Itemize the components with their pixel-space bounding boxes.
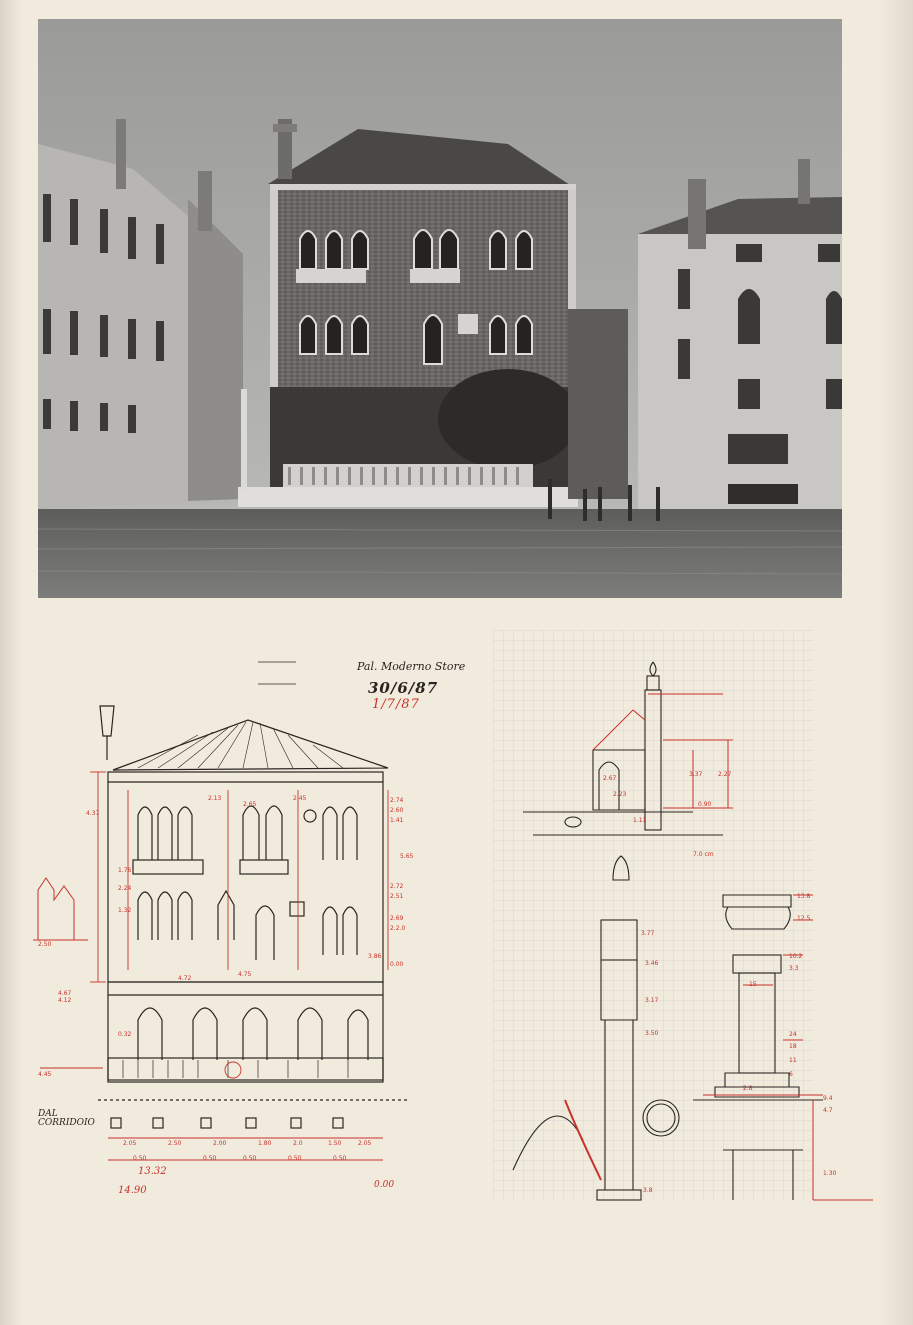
svg-text:13.8: 13.8 bbox=[797, 893, 811, 900]
svg-text:2.51: 2.51 bbox=[390, 893, 404, 900]
graph-paper bbox=[493, 630, 813, 1200]
svg-text:4.72: 4.72 bbox=[178, 975, 192, 982]
svg-text:1.11: 1.11 bbox=[633, 817, 647, 824]
svg-text:4.37: 4.37 bbox=[86, 810, 100, 817]
sketch-bottom-mark: 0.00 bbox=[374, 1180, 395, 1190]
svg-text:0.50: 0.50 bbox=[203, 1155, 217, 1162]
svg-text:2.24: 2.24 bbox=[118, 885, 132, 892]
svg-text:2.45: 2.45 bbox=[293, 795, 307, 802]
svg-text:2.50: 2.50 bbox=[168, 1140, 182, 1147]
svg-text:3.3: 3.3 bbox=[789, 965, 799, 972]
svg-text:1.32: 1.32 bbox=[118, 907, 132, 914]
svg-text:5.65: 5.65 bbox=[400, 853, 414, 860]
sketch-date-secondary: 1/7/87 bbox=[372, 697, 420, 712]
svg-text:2.00: 2.00 bbox=[213, 1140, 227, 1147]
svg-text:12.5: 12.5 bbox=[797, 915, 811, 922]
svg-text:2.05: 2.05 bbox=[123, 1140, 137, 1147]
right-buildings bbox=[568, 159, 842, 509]
svg-text:3.8: 3.8 bbox=[643, 1187, 653, 1194]
svg-text:1.30: 1.30 bbox=[823, 1170, 837, 1177]
left-building bbox=[38, 119, 243, 509]
palazzo-photograph bbox=[38, 19, 842, 598]
svg-text:10.2: 10.2 bbox=[789, 953, 803, 960]
sketch-subtotal: 13.32 bbox=[138, 1166, 167, 1177]
svg-text:2.65: 2.65 bbox=[243, 801, 257, 808]
svg-text:4.12: 4.12 bbox=[58, 997, 72, 1004]
svg-text:0.90: 0.90 bbox=[698, 801, 712, 808]
svg-text:1.50: 1.50 bbox=[328, 1140, 342, 1147]
facade-elevation-sketch: 4.372.742.60 1.415.652.72 2.512.692.2.0 … bbox=[33, 661, 414, 1162]
svg-text:0.50: 0.50 bbox=[133, 1155, 147, 1162]
svg-text:2.8: 2.8 bbox=[743, 1085, 753, 1092]
column-detail-sketch: 3.37 2.27 2.67 2.23 0.90 1.11 7.0 cm bbox=[493, 630, 873, 1201]
svg-text:4.45: 4.45 bbox=[38, 1071, 52, 1078]
svg-text:3.50: 3.50 bbox=[645, 1030, 659, 1037]
svg-text:2.60: 2.60 bbox=[390, 807, 404, 814]
canal-water bbox=[38, 509, 842, 598]
svg-text:2.72: 2.72 bbox=[390, 883, 404, 890]
svg-text:18: 18 bbox=[789, 1043, 797, 1050]
svg-text:9.4: 9.4 bbox=[823, 1095, 833, 1102]
central-palazzo bbox=[238, 119, 578, 507]
svg-text:7.0 cm: 7.0 cm bbox=[693, 851, 714, 858]
svg-text:1.76: 1.76 bbox=[118, 867, 132, 874]
svg-text:15: 15 bbox=[749, 981, 757, 988]
svg-text:3.17: 3.17 bbox=[645, 997, 659, 1004]
svg-text:0.50: 0.50 bbox=[243, 1155, 257, 1162]
svg-text:24: 24 bbox=[789, 1031, 797, 1038]
svg-text:2.69: 2.69 bbox=[390, 915, 404, 922]
svg-text:2.05: 2.05 bbox=[358, 1140, 372, 1147]
svg-text:4.67: 4.67 bbox=[58, 990, 72, 997]
sketch-corner-label: DAL CORRIDOIO bbox=[38, 1109, 95, 1128]
svg-text:2.74: 2.74 bbox=[390, 797, 404, 804]
sketch-total-width: 14.90 bbox=[118, 1185, 147, 1196]
svg-text:0.32: 0.32 bbox=[118, 1031, 132, 1038]
svg-text:11: 11 bbox=[789, 1057, 797, 1064]
svg-text:2.2.0: 2.2.0 bbox=[390, 925, 405, 932]
svg-text:2.27: 2.27 bbox=[718, 771, 732, 778]
svg-text:3.37: 3.37 bbox=[689, 771, 703, 778]
svg-text:0.50: 0.50 bbox=[333, 1155, 347, 1162]
svg-text:0.00: 0.00 bbox=[390, 961, 404, 968]
svg-text:4.7: 4.7 bbox=[823, 1107, 833, 1114]
svg-text:1.80: 1.80 bbox=[258, 1140, 272, 1147]
svg-text:2.67: 2.67 bbox=[603, 775, 617, 782]
svg-text:6: 6 bbox=[789, 1071, 793, 1078]
sketch-date-primary: 30/6/87 bbox=[368, 679, 439, 697]
svg-text:3.77: 3.77 bbox=[641, 930, 655, 937]
svg-text:3.46: 3.46 bbox=[645, 960, 659, 967]
svg-text:2.50: 2.50 bbox=[38, 941, 52, 948]
sketch-title: Pal. Moderno Store bbox=[357, 660, 466, 673]
svg-text:3.86: 3.86 bbox=[368, 953, 382, 960]
svg-text:2.0: 2.0 bbox=[293, 1140, 303, 1147]
svg-text:0.50: 0.50 bbox=[288, 1155, 302, 1162]
svg-text:1.41: 1.41 bbox=[390, 817, 404, 824]
svg-text:4.75: 4.75 bbox=[238, 971, 252, 978]
svg-text:2.23: 2.23 bbox=[613, 791, 627, 798]
svg-text:2.13: 2.13 bbox=[208, 795, 222, 802]
